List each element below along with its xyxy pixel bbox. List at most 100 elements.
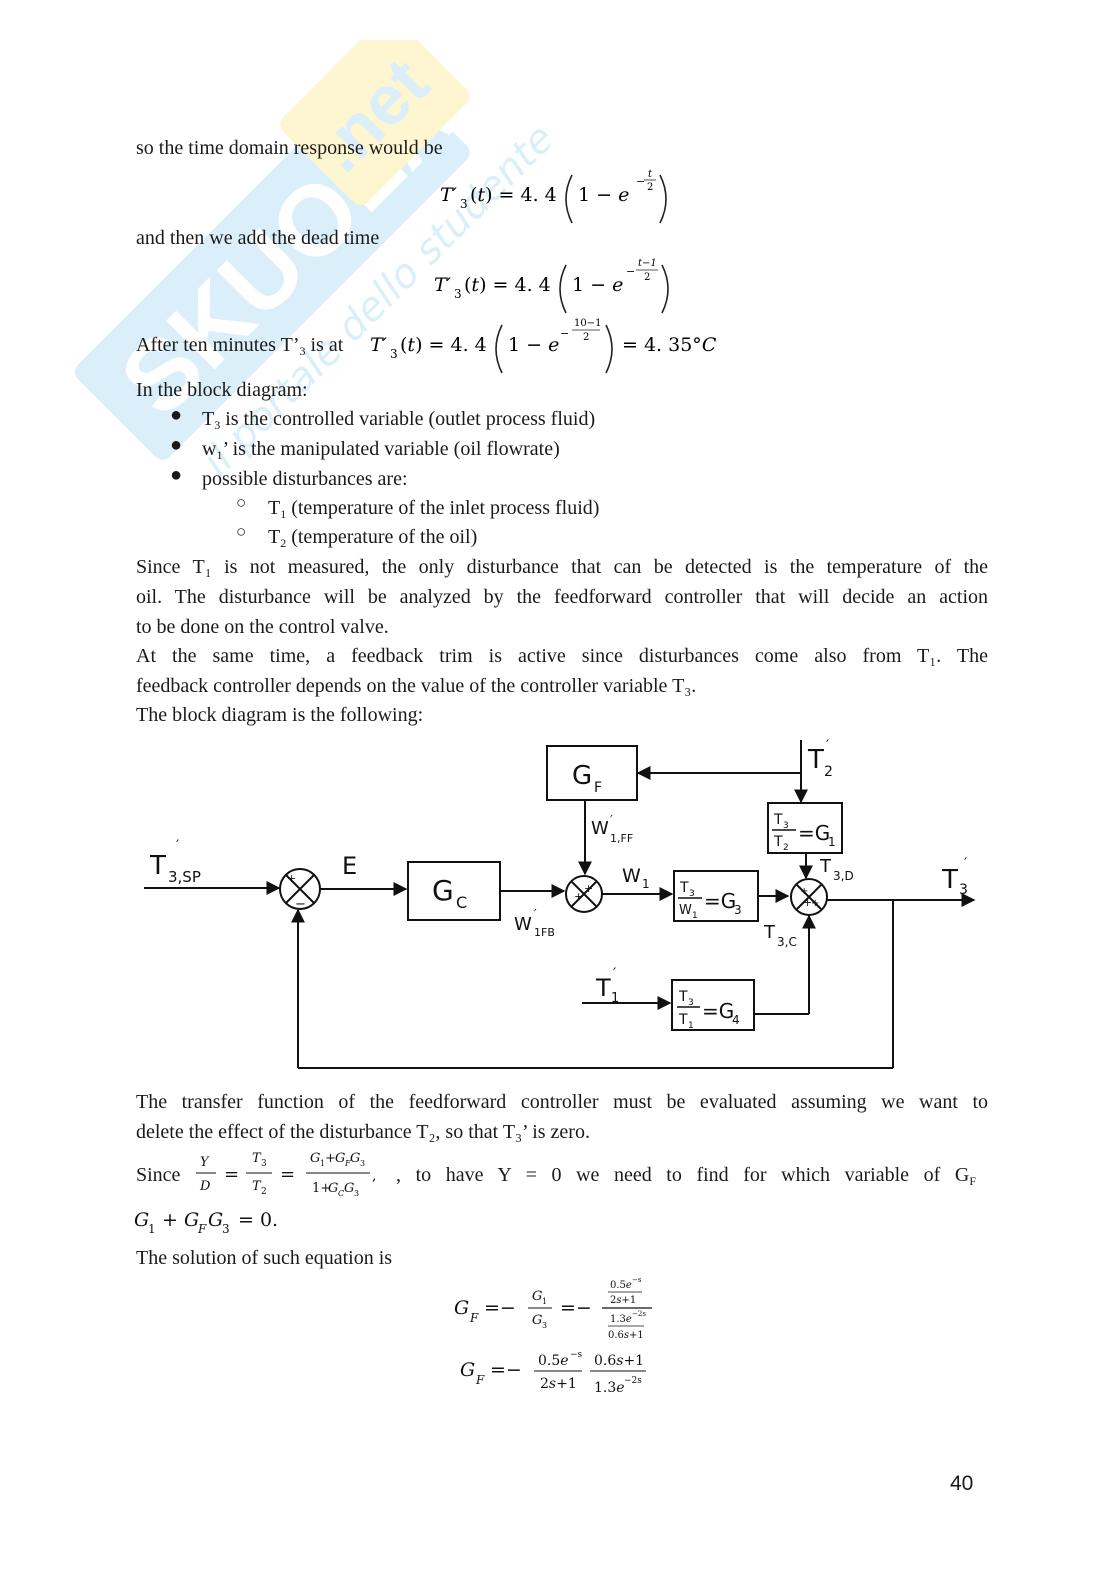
svg-text:C: C	[456, 893, 467, 912]
svg-text:+: +	[162, 1209, 178, 1231]
svg-text:3: 3	[261, 1159, 267, 1169]
svg-text:W: W	[679, 903, 692, 918]
sub-bullet-circle: ○	[236, 493, 247, 512]
label-w1: W	[622, 865, 641, 887]
svg-text:3: 3	[689, 889, 695, 899]
svg-text:3: 3	[222, 1222, 230, 1236]
svg-text:G: G	[208, 1209, 223, 1231]
svg-text:1+: 1+	[312, 1181, 331, 1196]
bullet-w1: w1’ is the manipulated variable (oil flo…	[202, 438, 560, 462]
svg-text:−2s: −2s	[624, 1376, 642, 1386]
svg-text:D: D	[199, 1179, 211, 1194]
svg-text:Y: Y	[200, 1155, 210, 1170]
svg-text:+: +	[574, 890, 583, 903]
svg-text:−s: −s	[570, 1350, 583, 1360]
svg-text:G: G	[328, 1181, 338, 1196]
svg-text:1: 1	[642, 877, 650, 891]
svg-text:0.6s+1: 0.6s+1	[594, 1353, 644, 1369]
label-g3: =G	[704, 889, 736, 913]
sub-bullet-circle: ○	[236, 522, 247, 541]
svg-text:3: 3	[688, 998, 694, 1008]
dead-time-line: and then we add the dead time	[136, 227, 380, 249]
svg-text:F: F	[469, 1311, 479, 1325]
svg-text:(t) = 4. 4: (t) = 4. 4	[470, 184, 557, 206]
solution-line: The solution of such equation is	[136, 1247, 393, 1269]
svg-text:1: 1	[148, 1222, 156, 1236]
label-setpoint-sub: 3,SP	[168, 868, 201, 886]
svg-text:G: G	[344, 1181, 354, 1196]
svg-text:.net: .net	[300, 44, 443, 187]
svg-text:3: 3	[959, 882, 968, 898]
svg-text:−: −	[636, 175, 645, 188]
label-t2: T	[807, 745, 824, 775]
bullet-dot: ●	[170, 464, 183, 486]
svg-text:3: 3	[390, 347, 398, 361]
svg-text:T: T	[773, 812, 783, 828]
bullet-dot: ●	[170, 434, 183, 456]
svg-text:= 0.: = 0.	[238, 1209, 278, 1231]
svg-text:1: 1	[692, 911, 698, 921]
svg-text:T: T	[252, 1179, 262, 1194]
svg-text:2: 2	[644, 272, 650, 283]
svg-text:3: 3	[454, 287, 462, 301]
label-w1ff: W	[591, 818, 609, 839]
svg-text:−: −	[560, 327, 569, 340]
svg-text:G: G	[532, 1289, 542, 1304]
svg-text:2: 2	[824, 764, 833, 780]
label-error: E	[342, 852, 357, 880]
svg-text:−2s: −2s	[632, 1310, 646, 1318]
svg-text:=−: =−	[490, 1359, 522, 1381]
svg-text:1 − e: 1 − e	[572, 274, 623, 296]
bullet-t3: T3 is the controlled variable (outlet pr…	[202, 408, 596, 432]
label-output: T	[941, 865, 958, 895]
svg-text:F: F	[475, 1373, 485, 1387]
svg-text:C: C	[338, 1189, 344, 1198]
svg-text:G: G	[310, 1151, 320, 1166]
svg-text:′: ′	[964, 856, 967, 872]
after-ten-minutes-line: After ten minutes T’3 is at	[136, 334, 344, 358]
svg-text:t−1: t−1	[638, 258, 657, 269]
svg-text:+: +	[325, 1151, 336, 1166]
svg-text:G: G	[460, 1359, 475, 1381]
label-g1: =G	[798, 821, 830, 845]
svg-text:G: G	[532, 1313, 542, 1328]
label-gf: G	[572, 761, 592, 791]
equation-response: T′ 3 (t) = 4. 4 1 − e − t 2	[440, 169, 667, 224]
svg-text:1: 1	[828, 835, 836, 849]
svg-text:2s+1: 2s+1	[610, 1295, 636, 1306]
ten-minutes-result: = 4. 35°C	[622, 334, 717, 356]
intro-line: so the time domain response would be	[136, 137, 443, 159]
svg-text:2: 2	[583, 332, 589, 343]
svg-text:F: F	[594, 780, 602, 796]
svg-text:G: G	[335, 1151, 345, 1166]
paragraph-same-line2: feedback controller depends on the value…	[136, 675, 697, 697]
paragraph-since-yd: Since	[136, 1164, 181, 1186]
svg-text:=: =	[224, 1164, 239, 1185]
svg-text:1: 1	[542, 1297, 547, 1306]
block-diagram-intro: In the block diagram:	[136, 379, 308, 401]
bullet-dot: ●	[170, 404, 183, 426]
svg-text:G: G	[134, 1209, 149, 1231]
svg-text:−: −	[295, 897, 306, 912]
svg-text:′: ′	[610, 813, 613, 827]
svg-text:10−1: 10−1	[574, 318, 601, 329]
svg-text:(t) = 4. 4: (t) = 4. 4	[400, 334, 487, 356]
paragraph-same-line1: At the same time, a feedback trim is act…	[136, 645, 988, 667]
svg-text:0.6s+1: 0.6s+1	[608, 1330, 644, 1341]
svg-text:=: =	[280, 1164, 295, 1185]
svg-text:2s+1: 2s+1	[540, 1376, 577, 1392]
svg-text:F: F	[344, 1159, 351, 1168]
page-number: 40	[950, 1472, 974, 1495]
svg-text:3: 3	[542, 1321, 547, 1330]
svg-text:1: 1	[611, 991, 619, 1006]
sub-bullet-t2: T2 (temperature of the oil)	[268, 526, 478, 550]
svg-text:T′: T′	[440, 184, 458, 206]
svg-text:+: +	[584, 882, 593, 895]
svg-text:T: T	[678, 989, 688, 1005]
label-gc: G	[432, 874, 454, 907]
svg-text:1 − e: 1 − e	[578, 184, 629, 206]
equation-ten-minutes: T′ 3 (t) = 4. 4 1 − e − 10−1 2 = 4. 35°C	[370, 318, 717, 374]
svg-text:G: G	[184, 1209, 199, 1231]
